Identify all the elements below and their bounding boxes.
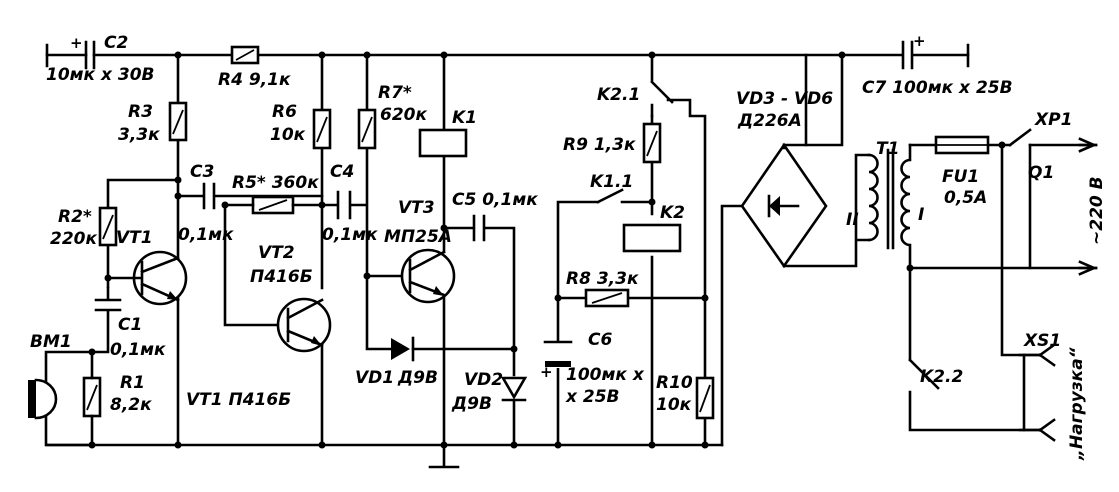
diode-bridge-vd3-vd6 xyxy=(740,142,828,269)
label-c1: C1 xyxy=(118,315,142,335)
resistor-r10 xyxy=(695,376,715,420)
capacitor-c3 xyxy=(202,182,216,210)
label-fu1-value: 0,5А xyxy=(944,188,987,208)
label-vd2: VD2 xyxy=(464,370,503,390)
capacitor-c5 xyxy=(472,214,486,242)
label-fu1: FU1 xyxy=(942,167,979,187)
label-c5: C5 0,1мк xyxy=(452,190,538,210)
label-bm1: BM1 xyxy=(30,332,72,352)
c2-plus: + xyxy=(70,34,83,52)
label-vd2-type: Д9В xyxy=(451,394,492,414)
label-mains-voltage: ~220 В xyxy=(1087,176,1107,245)
relay-coil-k2 xyxy=(622,223,682,253)
label-c6: C6 xyxy=(588,330,612,350)
resistor-r2 xyxy=(98,206,118,247)
label-r10-value: 10к xyxy=(656,395,692,415)
resistor-r1 xyxy=(82,350,102,447)
label-r1: R1 xyxy=(120,373,145,393)
relay-coil-k1 xyxy=(418,128,468,158)
label-winding-ii: II xyxy=(846,210,859,230)
resistor-r8 xyxy=(584,288,630,308)
label-r6-value: 10к xyxy=(270,125,306,145)
label-k1: K1 xyxy=(452,108,477,128)
label-c6-value-1: 100мк х xyxy=(566,365,645,385)
label-r7-value: 620к xyxy=(380,105,427,125)
label-r5: R5* 360к xyxy=(232,173,319,193)
capacitor-c2 xyxy=(84,40,96,70)
label-r10: R10 xyxy=(656,373,693,393)
label-r6: R6 xyxy=(272,102,297,122)
label-r1-value: 8,2к xyxy=(110,395,152,415)
resistor-r7 xyxy=(357,108,377,150)
transistor-vt3 xyxy=(400,248,456,304)
label-c4: C4 xyxy=(330,162,354,182)
label-vt1-type: VT1 П416Б xyxy=(186,390,291,410)
label-r7: R7* xyxy=(378,83,412,103)
label-c2: C2 xyxy=(104,33,128,53)
label-k2-1: K2.1 xyxy=(597,85,640,105)
label-xp1: XP1 xyxy=(1034,110,1072,130)
label-c3: C3 xyxy=(190,162,214,182)
label-vd3-vd6: VD3 - VD6 xyxy=(736,89,833,109)
resistor-r3 xyxy=(168,101,188,142)
label-c3-value: 0,1мк xyxy=(178,225,234,245)
label-r8: R8 3,3к xyxy=(566,269,639,289)
label-r4: R4 9,1к xyxy=(218,70,291,90)
resistor-r6 xyxy=(312,108,332,150)
capacitor-c6 xyxy=(543,340,573,368)
label-k2: K2 xyxy=(660,203,685,223)
diode-vd1 xyxy=(391,336,415,362)
label-r9: R9 1,3к xyxy=(563,135,636,155)
label-r3: R3 xyxy=(128,102,153,122)
c6-plus: + xyxy=(540,363,553,381)
label-c2-value: 10мк х 30В xyxy=(46,65,155,85)
junction-dots xyxy=(88,51,1006,449)
microphone-bm1 xyxy=(28,350,94,447)
label-xs1: XS1 xyxy=(1023,331,1061,351)
fuse-fu1 xyxy=(934,135,990,155)
label-c1-value: 0,1мк xyxy=(110,340,166,360)
label-d226a: Д226А xyxy=(737,111,802,131)
label-vd1-type: Д9В xyxy=(397,368,438,388)
c7-plus: + xyxy=(913,32,926,50)
label-q1: Q1 xyxy=(1028,163,1054,183)
transistor-vt1 xyxy=(106,250,188,306)
label-vd1: VD1 xyxy=(355,368,394,388)
label-vt1: VT1 xyxy=(116,228,153,248)
label-load: „Нагрузка“ xyxy=(1067,346,1087,461)
label-r2: R2* xyxy=(58,207,92,227)
resistor-r5 xyxy=(251,195,295,215)
label-r3-value: 3,3к xyxy=(118,125,160,145)
transistor-vt2 xyxy=(276,297,332,353)
capacitor-c1 xyxy=(90,286,122,354)
label-r2-value: 220к xyxy=(50,229,97,249)
transformer-t1 xyxy=(867,143,912,270)
label-c6-value-2: х 25В xyxy=(565,387,620,407)
mains-plug-xp1 xyxy=(1078,137,1098,276)
label-c7: C7 100мк х 25В xyxy=(862,78,1013,98)
capacitor-c7 xyxy=(901,40,914,70)
label-t1: T1 xyxy=(876,139,899,159)
resistor-r4 xyxy=(230,45,260,65)
label-vt3: VT3 xyxy=(398,198,435,218)
label-winding-i: I xyxy=(918,205,924,225)
label-vt2-type: П416Б xyxy=(250,267,313,287)
label-vt3-type: МП25А xyxy=(384,227,452,247)
label-vt2: VT2 xyxy=(258,243,295,263)
label-c4-value: 0,1мк xyxy=(322,225,378,245)
label-k1-1: K1.1 xyxy=(590,172,633,192)
diode-vd2 xyxy=(500,376,528,402)
label-k2-2: K2.2 xyxy=(920,367,963,387)
load-socket-xs1 xyxy=(1018,343,1056,442)
resistor-r9 xyxy=(642,122,662,164)
capacitor-c4 xyxy=(336,190,352,220)
